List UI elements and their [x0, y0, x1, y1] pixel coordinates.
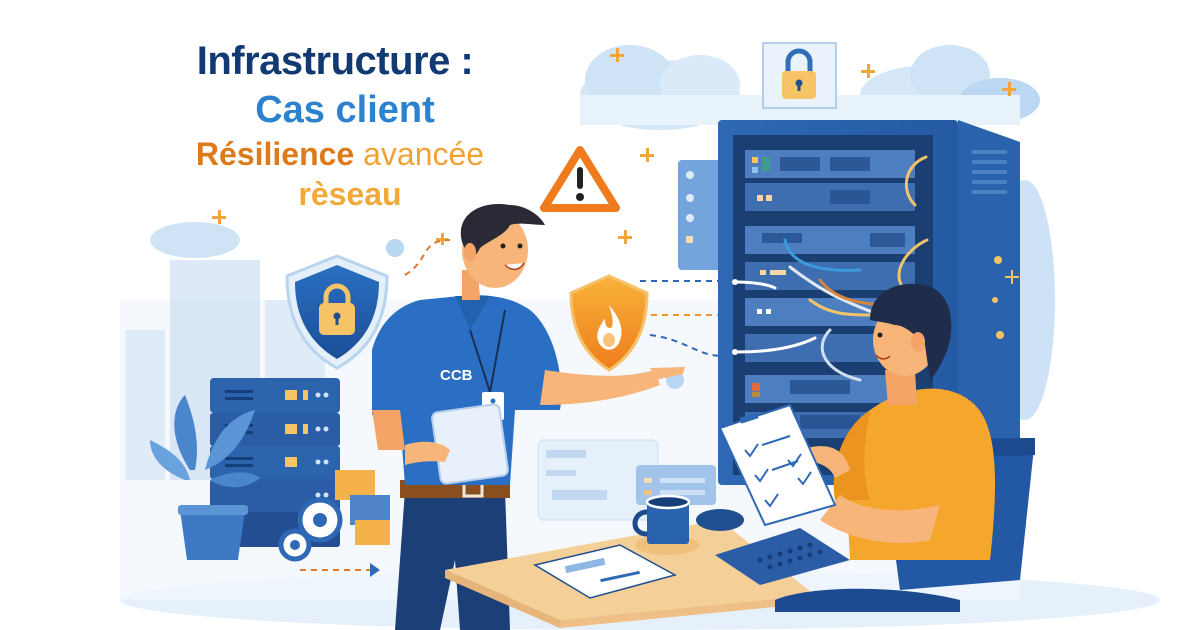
- shirt-logo: CCB: [440, 367, 473, 384]
- mouse-icon: [696, 509, 744, 531]
- title-line-3-light: avancée: [354, 136, 485, 172]
- plant-icon: [150, 395, 260, 560]
- rack-leds: [752, 157, 786, 397]
- title-line-3-bold: Résilience: [195, 136, 355, 172]
- clipboard-checklist-icon: [718, 403, 837, 527]
- gears-icon: [278, 497, 343, 562]
- technician-standing: CCB: [372, 204, 685, 630]
- rack-units: [745, 150, 915, 438]
- cloud-padlock-icon: [762, 42, 837, 109]
- padlock-shield-icon: [285, 254, 389, 370]
- rack-stars: [992, 256, 1019, 339]
- warning-icon: [540, 146, 620, 212]
- coffee-mug-icon: [632, 494, 699, 555]
- title-line-1: Infrastructure :: [196, 39, 474, 83]
- title-line-4: rèseau: [298, 176, 402, 212]
- title-block: Infrastructure : Cas client Résilience a…: [160, 36, 510, 214]
- background-ui-panel: [537, 439, 716, 521]
- firewall-shield-icon: [569, 274, 649, 372]
- small-server-icon: [678, 160, 728, 270]
- keyboard-icon: [715, 528, 850, 585]
- sparkles: [212, 48, 1016, 245]
- technician-seated: [800, 283, 995, 560]
- network-links: [300, 239, 740, 571]
- boxes: [335, 470, 390, 545]
- server-stack-icon: [210, 378, 340, 547]
- title-line-3: Résilience avancée: [160, 134, 510, 174]
- desk: [445, 520, 815, 628]
- title-line-2: Cas client: [255, 89, 435, 131]
